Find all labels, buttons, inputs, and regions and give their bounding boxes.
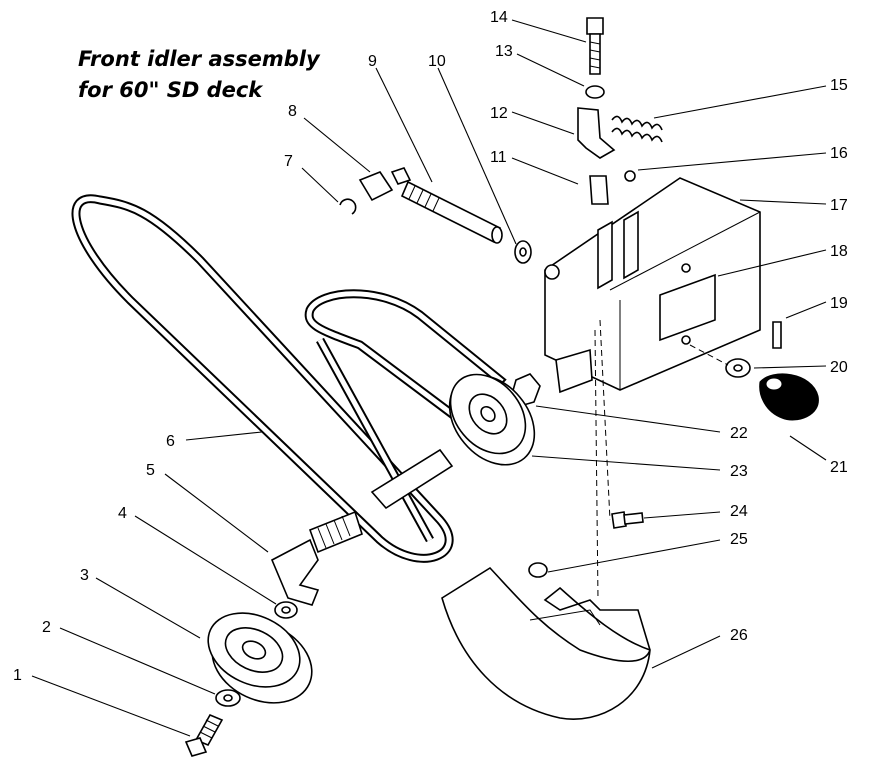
grease-fitting-part: [358, 167, 412, 202]
callout-14: 14: [490, 9, 508, 26]
washer-20-part: [725, 358, 751, 378]
spring-15-part: [611, 115, 663, 143]
callout-7: 7: [284, 153, 293, 170]
washer-13-part: [585, 85, 605, 99]
callout-26: 26: [730, 627, 748, 644]
callout-5: 5: [146, 462, 155, 479]
title-line-1: Front idler assembly: [78, 47, 320, 71]
washer-10-part: [514, 240, 532, 264]
bolt-1-part: [184, 713, 224, 757]
knob-21-part: [759, 373, 819, 421]
callout-1: 1: [13, 667, 22, 684]
washer-2-part: [215, 689, 241, 707]
callout-4: 4: [118, 505, 127, 522]
callout-13: 13: [495, 43, 513, 60]
bracket-12-part: [577, 107, 616, 159]
callout-3: 3: [80, 567, 89, 584]
callout-19: 19: [830, 295, 848, 312]
title-line-2: for 60" SD deck: [78, 78, 263, 102]
clip-7-part: [339, 198, 357, 215]
nut-25-part: [528, 562, 548, 578]
shield-26-part: [441, 566, 651, 720]
callout-9: 9: [368, 53, 377, 70]
housing-part: [544, 177, 761, 394]
assembly-lines: [594, 319, 729, 601]
v-belt-part: [71, 194, 507, 563]
washer-4-part: [274, 601, 298, 619]
bolt-24-part: [611, 511, 644, 529]
diagram-title: Front idler assembly for 60" SD deck: [78, 44, 338, 106]
callout-22: 22: [730, 425, 748, 442]
callout-11: 11: [490, 149, 507, 166]
leader-lines: [31, 19, 827, 737]
callout-20: 20: [830, 359, 848, 376]
grease-fitting-16-part: [624, 170, 636, 182]
idler-arm-part: [270, 448, 454, 606]
callout-23: 23: [730, 463, 748, 480]
callout-15: 15: [830, 77, 848, 94]
callout-2: 2: [42, 619, 51, 636]
callout-8: 8: [288, 103, 297, 120]
pin-19-part: [772, 321, 782, 349]
callout-17: 17: [830, 197, 848, 214]
callout-labels: 1 2 3 4 5 6 7 8 9 10 11 12 13 14 15 16 1…: [13, 9, 848, 684]
lower-pulley-part: [207, 612, 313, 704]
callout-21: 21: [830, 459, 848, 476]
pivot-shaft-part: [400, 180, 503, 244]
spacer-11-part: [589, 175, 609, 205]
callout-10: 10: [428, 53, 446, 70]
callout-6: 6: [166, 433, 175, 450]
callout-24: 24: [730, 503, 748, 520]
callout-16: 16: [830, 145, 848, 162]
callout-18: 18: [830, 243, 848, 260]
idler-pulley-23-part: [448, 373, 536, 466]
callout-25: 25: [730, 531, 748, 548]
callout-12: 12: [490, 105, 508, 122]
bolt-14-part: [586, 17, 604, 75]
